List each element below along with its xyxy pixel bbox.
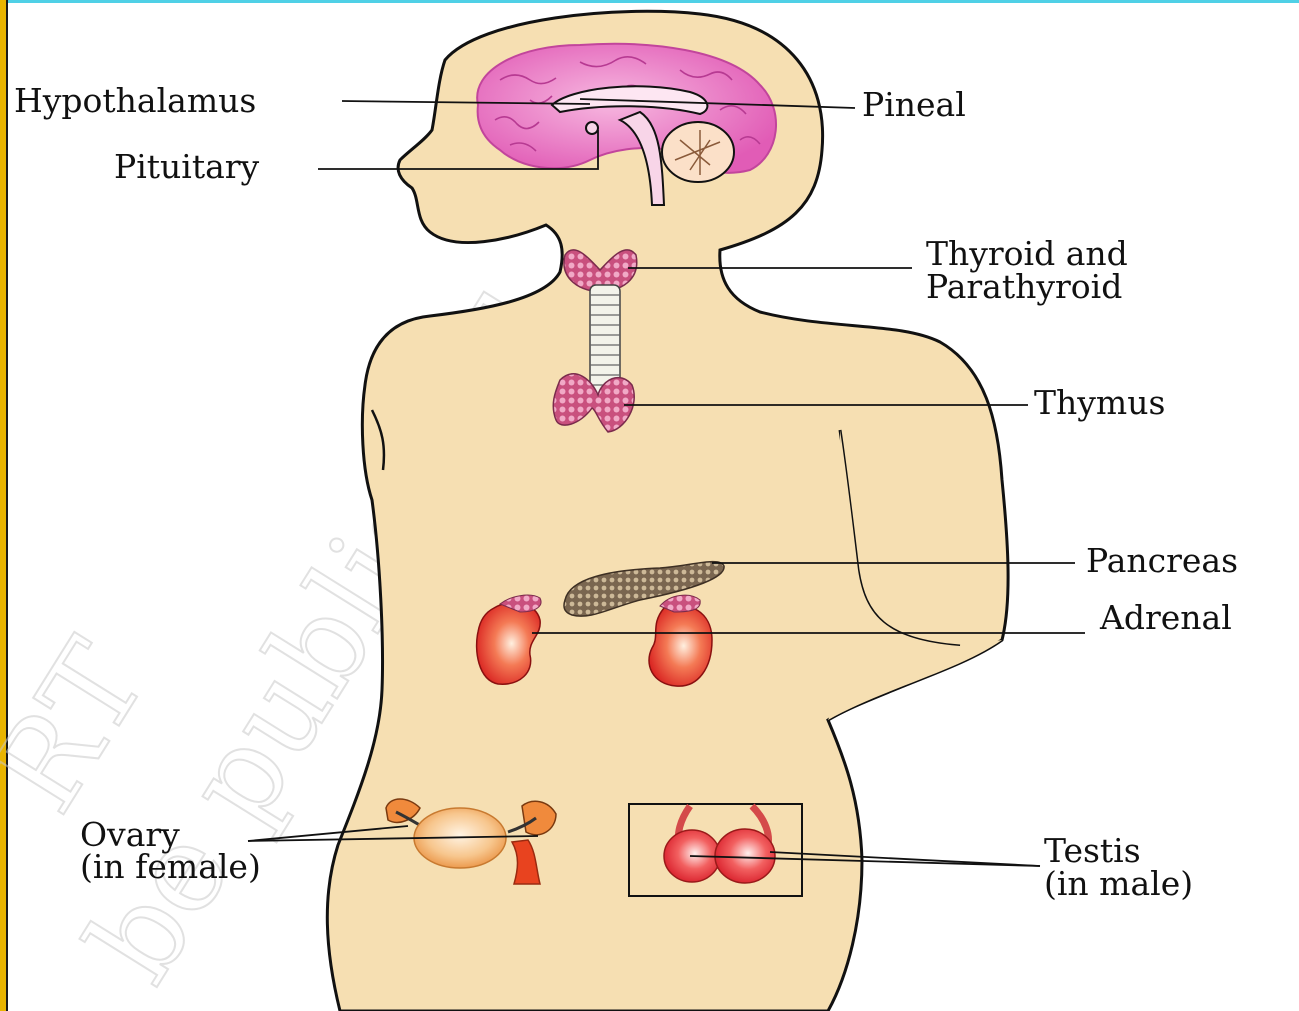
label-hypothalamus: Hypothalamus xyxy=(14,81,256,120)
label-adrenal: Adrenal xyxy=(1099,598,1232,637)
label-pancreas: Pancreas xyxy=(1086,541,1238,580)
label-ovary-line2: (in female) xyxy=(80,847,261,886)
label-pituitary: Pituitary xyxy=(114,147,260,186)
label-thymus: Thymus xyxy=(1034,383,1165,422)
label-pineal: Pineal xyxy=(862,85,966,124)
label-testis-line2: (in male) xyxy=(1044,864,1193,903)
label-thyroid-line2: Parathyroid xyxy=(926,267,1122,306)
